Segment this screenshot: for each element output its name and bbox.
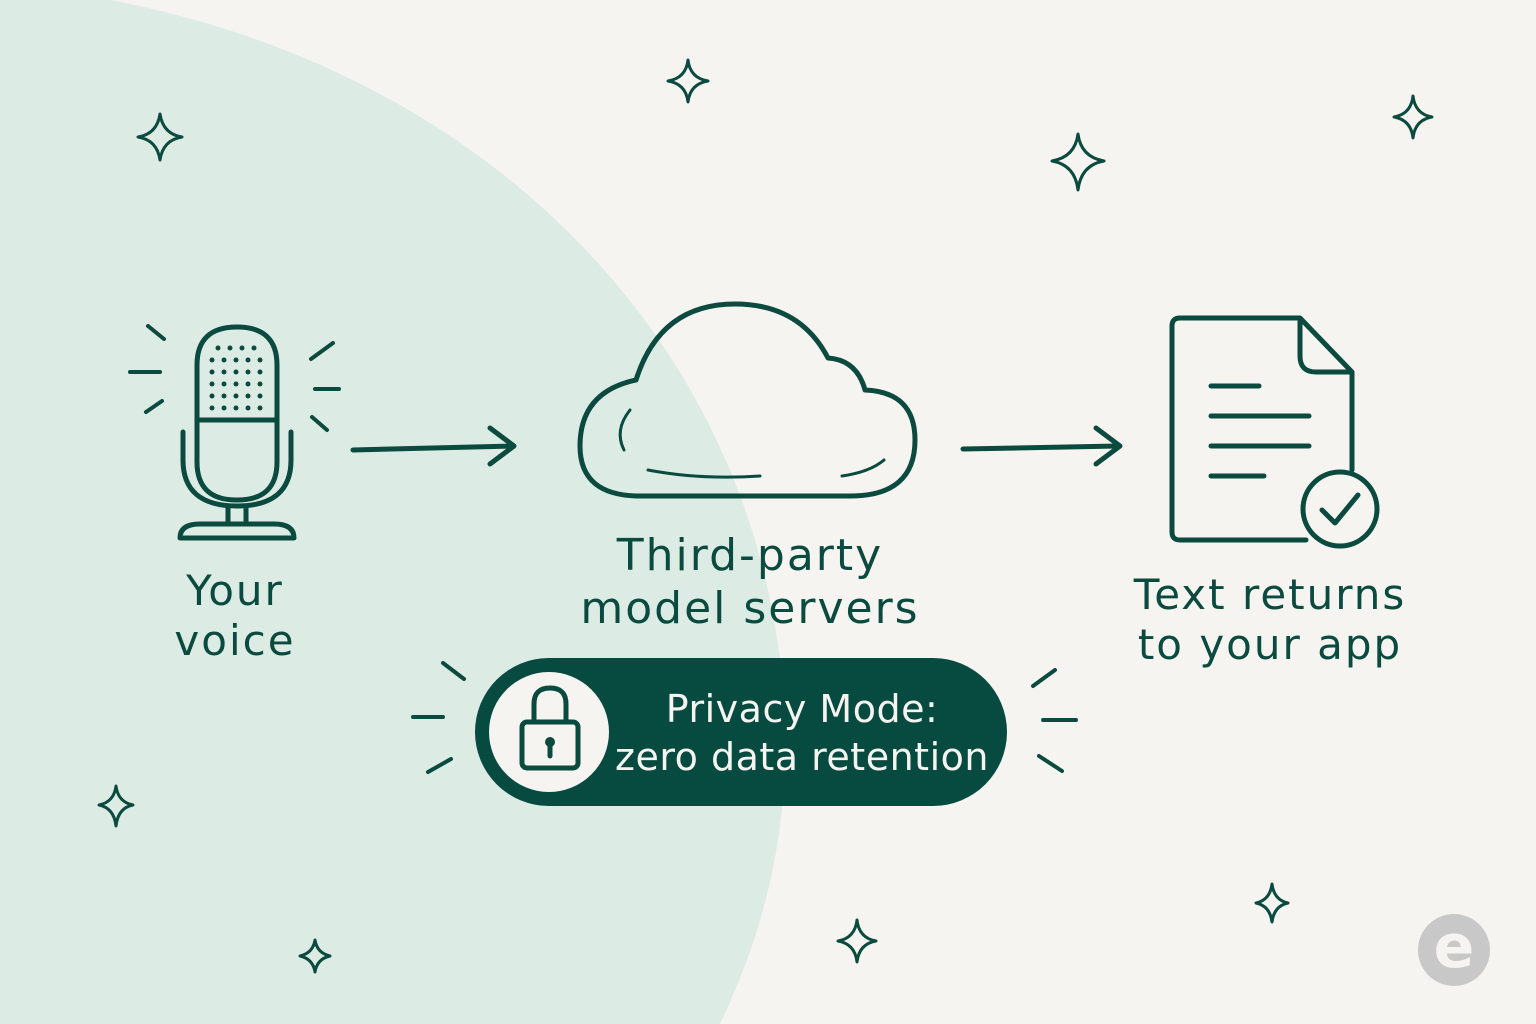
sparkle-icon: [97, 784, 135, 828]
cloud-icon: [577, 301, 918, 499]
voice-label-line-2: voice: [174, 616, 296, 666]
arrow-right-icon: [960, 425, 1123, 467]
privacy-badge-text: Privacy Mode: zero data retention: [612, 686, 992, 781]
cloud-label: Third-party model servers: [560, 530, 940, 636]
mic-grille: [209, 345, 263, 411]
text-label-line-2: to your app: [1137, 620, 1403, 670]
sparkle-icon: [1050, 132, 1106, 192]
document-check-icon: [1169, 315, 1380, 549]
sparkle-icon: [1254, 882, 1290, 924]
arrow-right-icon: [350, 425, 517, 467]
sparkle-icon: [298, 938, 332, 974]
badge-burst-lines: [411, 661, 1078, 774]
microphone-icon: [177, 324, 297, 541]
badge-line-1: Privacy Mode:: [665, 687, 939, 731]
sound-lines-icon: [128, 324, 341, 432]
sparkle-icon: [1392, 94, 1434, 140]
voice-label-line-1: Your: [186, 566, 284, 615]
cloud-label-line-1: Third-party: [616, 530, 884, 581]
sparkles: [97, 58, 1434, 974]
text-returns-label: Text returns to your app: [1110, 570, 1430, 671]
brand-e-logo: e: [1418, 914, 1490, 986]
cloud-label-line-2: model servers: [580, 582, 920, 634]
voice-label: Your voice: [150, 566, 320, 667]
text-label-line-1: Text returns: [1133, 570, 1407, 619]
privacy-badge: [475, 658, 1007, 806]
sparkle-icon: [666, 58, 710, 104]
background-blob: [0, 0, 786, 1024]
badge-line-2: zero data retention: [615, 734, 989, 779]
lock-icon: [519, 685, 581, 771]
sparkle-icon: [136, 112, 184, 162]
sparkle-icon: [836, 918, 878, 964]
